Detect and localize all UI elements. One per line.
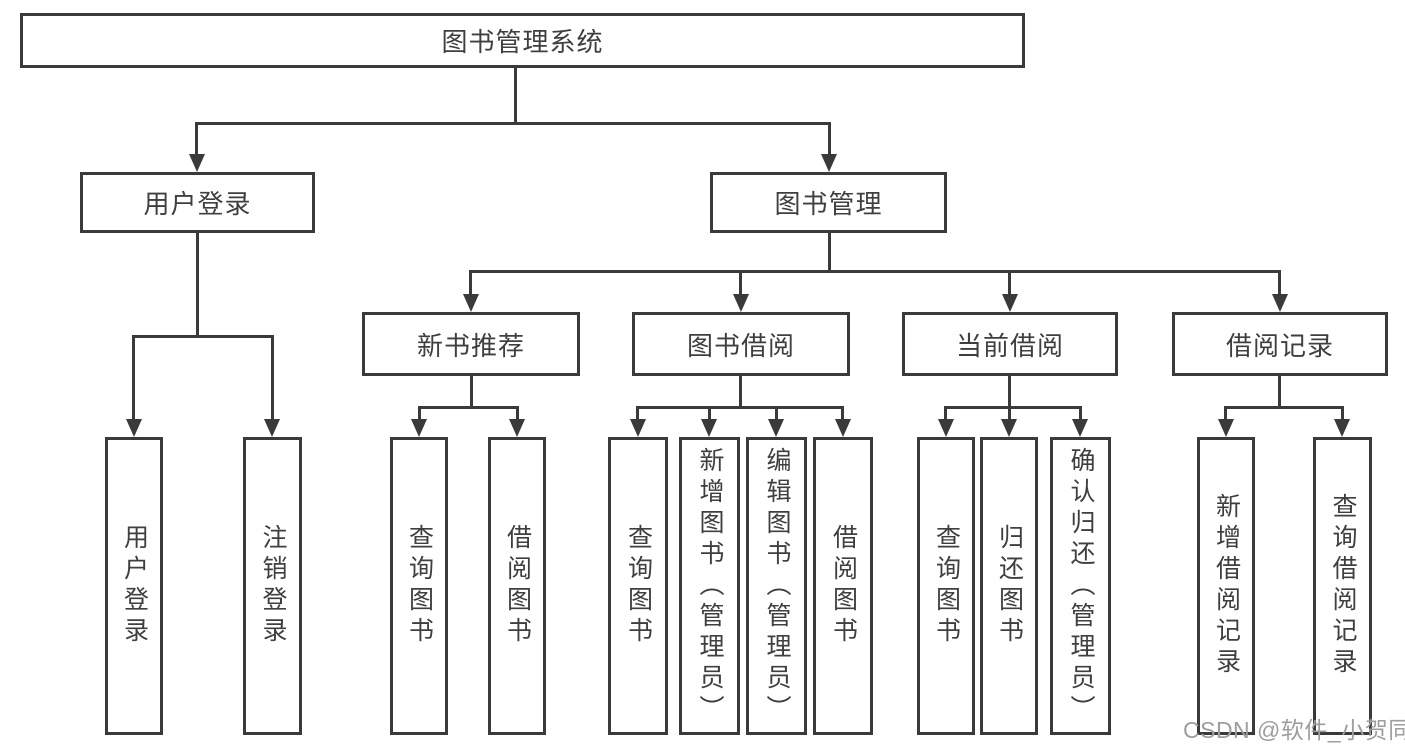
leaf-query-book-borrow: 查询图书 [608,437,668,735]
leaf-label: 新增借阅记录 [1212,493,1241,679]
node-label: 图书管理 [774,189,883,219]
arrow-head [835,419,851,437]
leaf-add-borrow-record: 新增借阅记录 [1197,437,1255,735]
csdn-watermark: CSDN @软件_小贺同学 [1183,717,1405,743]
leaf-borrow-book: 借阅图书 [813,437,873,735]
connector-line [195,122,831,125]
connector-line [195,122,198,158]
arrow-head [1002,294,1018,312]
connector-line [1278,270,1281,294]
node-borrow-records: 借阅记录 [1172,312,1388,376]
leaf-edit-book-admin: 编辑图书（管理员） [746,437,807,735]
leaf-query-borrow-record: 查询借阅记录 [1313,437,1372,735]
connector-line [739,270,742,294]
arrow-head [821,154,837,172]
connector-line [418,406,421,421]
leaf-confirm-return-admin: 确认归还（管理员） [1050,437,1111,735]
connector-line [944,406,947,421]
leaf-label: 确认归还（管理员） [1067,446,1095,726]
arrow-head [1072,419,1088,437]
connector-line [1278,376,1281,406]
connector-line [1079,406,1082,421]
arrow-head [1334,419,1350,437]
connector-line [1008,406,1011,421]
leaf-label: 归还图书 [995,524,1024,648]
connector-line [1008,270,1011,294]
leaf-query-book-recommend: 查询图书 [390,437,448,735]
connector-line [514,68,517,122]
node-label: 图书管理系统 [441,27,604,57]
node-user-login: 用户登录 [80,172,315,233]
leaf-label: 查询图书 [624,524,653,648]
node-library-system: 图书管理系统 [20,13,1025,68]
node-new-book-recommend: 新书推荐 [362,312,580,376]
connector-line [739,376,742,406]
arrow-head [768,419,784,437]
connector-line [636,406,639,421]
arrow-head [1218,419,1234,437]
connector-line [828,233,831,270]
arrow-head [509,419,525,437]
arrow-head [1001,419,1017,437]
leaf-borrow-book-recommend: 借阅图书 [488,437,546,735]
connector-line [1224,406,1227,421]
arrow-head [126,419,142,437]
node-label: 图书借阅 [686,330,795,361]
connector-line [132,335,135,421]
arrow-head [938,419,954,437]
connector-line [132,335,274,338]
leaf-user-login: 用户登录 [105,437,163,735]
node-label: 借阅记录 [1225,330,1334,361]
connector-line [418,406,519,409]
node-book-borrow: 图书借阅 [632,312,850,376]
arrow-head [463,294,479,312]
connector-line [470,376,473,406]
arrow-head [733,294,749,312]
connector-line [469,270,472,294]
leaf-label: 借阅图书 [503,524,532,648]
connector-line [1341,406,1344,421]
connector-line [708,406,711,421]
leaf-logout: 注销登录 [243,437,302,735]
node-book-management: 图书管理 [710,172,947,233]
arrow-head [630,419,646,437]
connector-line [1008,376,1011,406]
leaf-label: 编辑图书（管理员） [763,446,791,726]
connector-line [469,270,1281,273]
leaf-label: 查询图书 [932,524,961,648]
leaf-label: 查询借阅记录 [1329,493,1357,679]
connector-line [196,233,199,335]
leaf-query-book-current: 查询图书 [917,437,975,735]
arrow-head [189,154,205,172]
node-current-borrow: 当前借阅 [902,312,1118,376]
arrow-head [411,419,427,437]
leaf-label: 借阅图书 [829,524,858,648]
leaf-label: 用户登录 [120,524,149,648]
arrow-head [1272,294,1288,312]
connector-line [636,406,844,409]
connector-line [944,406,1082,409]
connector-line [516,406,519,421]
node-label: 用户登录 [143,189,252,219]
arrow-head [701,419,717,437]
node-label: 当前借阅 [955,330,1064,361]
connector-line [828,122,831,158]
leaf-label: 新增图书（管理员） [696,446,724,726]
leaf-add-book-admin: 新增图书（管理员） [679,437,740,735]
connector-line [1224,406,1343,409]
leaf-label: 注销登录 [259,524,287,648]
leaf-return-book: 归还图书 [980,437,1038,735]
connector-line [775,406,778,421]
connector-line [271,335,274,421]
arrow-head [264,419,280,437]
connector-line [841,406,844,421]
node-label: 新书推荐 [416,330,525,361]
leaf-label: 查询图书 [405,524,434,648]
